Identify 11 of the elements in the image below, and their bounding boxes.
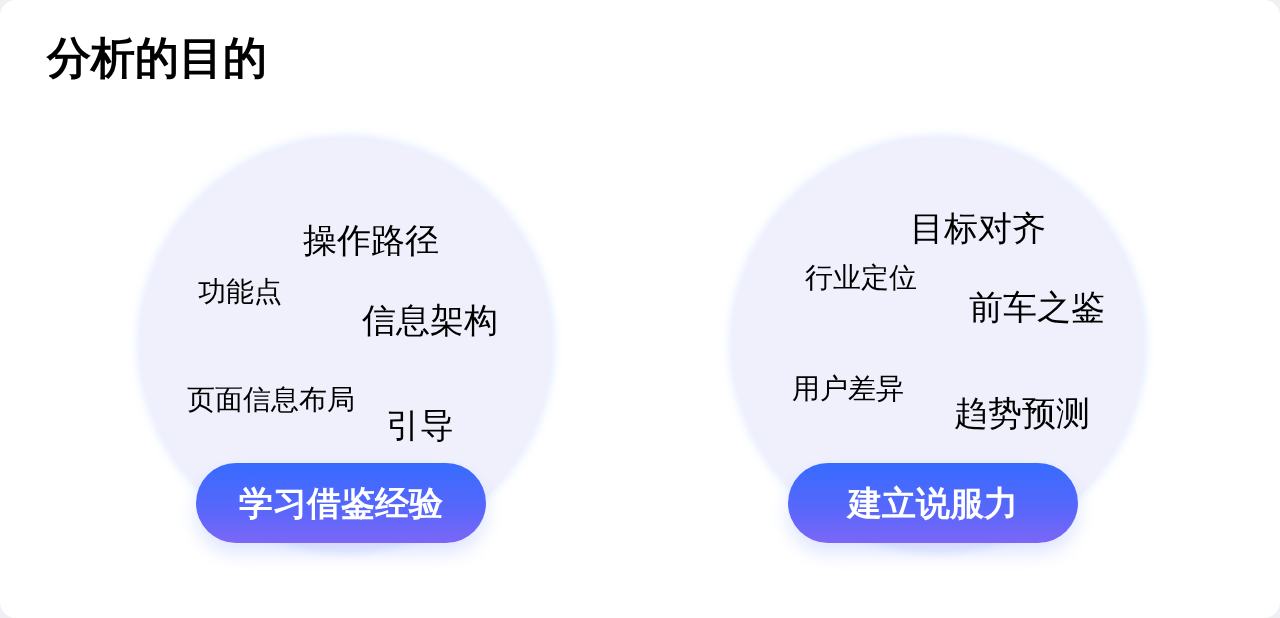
keyword-label: 行业定位 <box>805 264 917 292</box>
page-title: 分析的目的 <box>47 36 267 80</box>
keyword-label: 操作路径 <box>303 223 439 257</box>
keyword-label: 引导 <box>386 408 454 442</box>
keyword-label: 信息架构 <box>362 303 498 337</box>
keyword-label: 用户差异 <box>792 375 904 403</box>
keyword-label: 目标对齐 <box>910 211 1046 245</box>
keyword-label: 页面信息布局 <box>187 386 355 414</box>
keyword-label: 前车之鉴 <box>969 290 1105 324</box>
keyword-label: 趋势预测 <box>954 396 1090 430</box>
keyword-label: 功能点 <box>198 278 282 306</box>
